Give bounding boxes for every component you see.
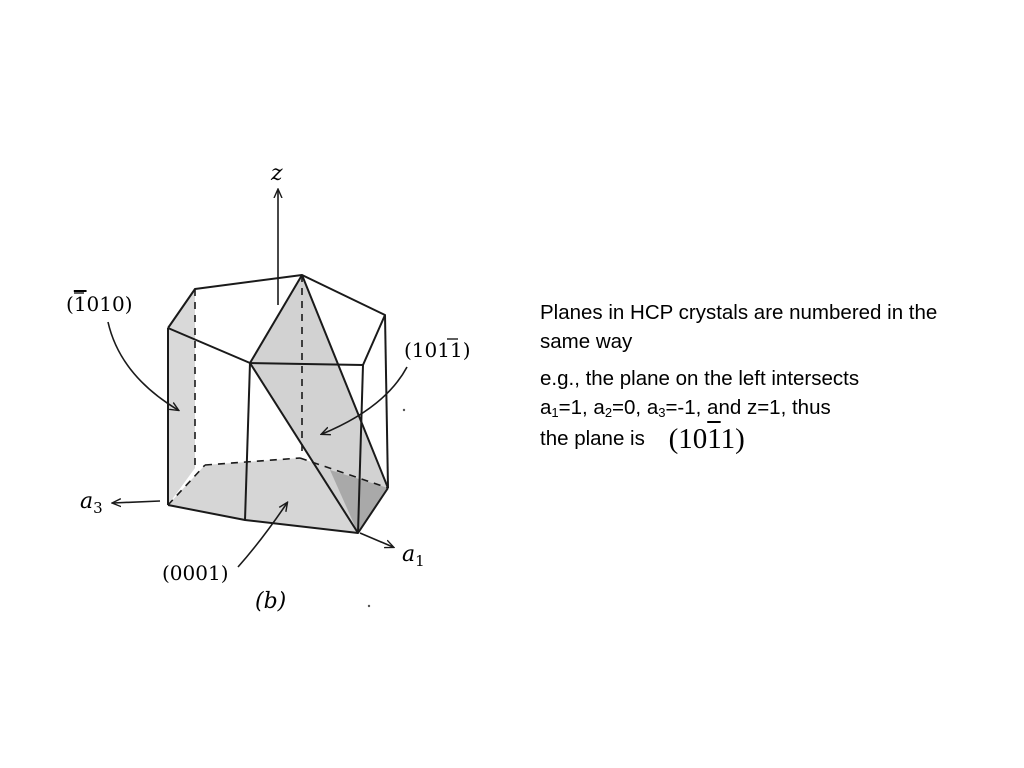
caption-line2-prefix: e.g., the plane on the left intersects <box>540 367 860 390</box>
a3-axis-label: a3 <box>80 489 103 517</box>
basal-plane-label: (0001) <box>162 561 229 585</box>
a1-axis-label: a1 <box>402 542 425 570</box>
basal-plane-leader <box>237 503 287 568</box>
panel-label: (b) <box>255 589 286 614</box>
prism-edges <box>167 274 389 534</box>
prism-plane-shading <box>168 289 195 505</box>
prism-plane-label: (1010) <box>66 292 133 316</box>
z-axis-label: z <box>270 161 283 186</box>
miller-bar-digit: 1 <box>707 423 721 455</box>
a1-axis <box>359 532 393 547</box>
a3-axis <box>113 501 161 503</box>
a3-intercept: a3=-1, <box>646 396 702 420</box>
caption-line2-suffix: and z=1, thus <box>701 396 831 419</box>
caption-line2: e.g., the plane on the left intersects a… <box>540 364 970 455</box>
caption-line1: Planes in HCP crystals are numbered in t… <box>540 301 938 353</box>
speck <box>367 604 371 608</box>
pyramidal-plane-label: (1011) <box>404 338 471 362</box>
a2-intercept: a2=0, <box>593 396 647 420</box>
pyramidal-plane-shading <box>250 275 388 533</box>
caption-line3-prefix: the plane is <box>540 427 645 450</box>
a1-intercept: a1=1, <box>540 396 594 420</box>
caption: Planes in HCP crystals are numbered in t… <box>540 298 970 461</box>
prism-plane-leader <box>107 321 178 410</box>
pyramidal-plane-leader <box>322 366 408 434</box>
miller-index: (1011) <box>668 423 745 455</box>
speck <box>402 408 406 412</box>
